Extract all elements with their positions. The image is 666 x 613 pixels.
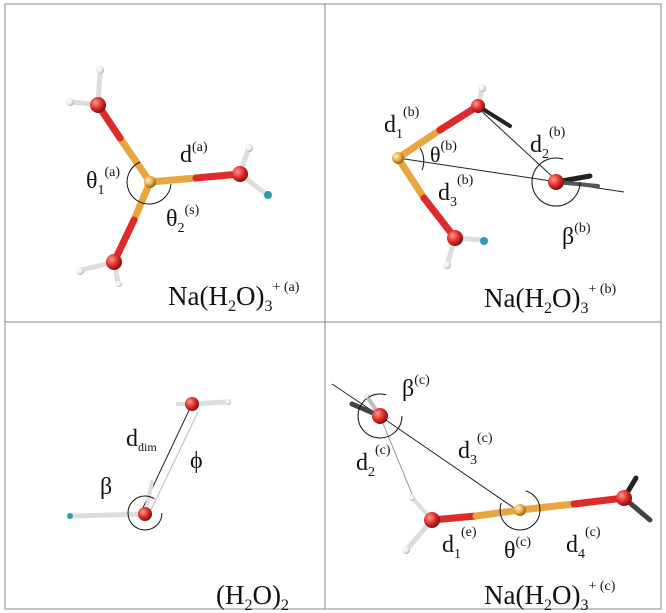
caption-panel-a: Na(H2O)3+ (a)	[168, 280, 300, 315]
panel-c: β(c) d3(c) d2(c) d1(e) θ(c) d4(c) Na(H2O…	[331, 373, 653, 613]
hydrogen-atom	[225, 399, 231, 405]
theta-c-arc	[499, 489, 541, 531]
panel-grid	[4, 3, 662, 610]
hydrogen-atom	[116, 281, 122, 287]
label-d2-b: d2(b)	[530, 125, 566, 162]
beta-c-arc	[357, 393, 403, 439]
panel-a: d(a) θ1(a) θ2(s) Na(H2O)3+ (a)	[66, 66, 300, 315]
theta-b-arc	[419, 147, 425, 171]
oxygen-atom	[90, 97, 106, 113]
oxygen-atom	[106, 254, 122, 270]
hydrogen-atom	[478, 84, 486, 92]
label-theta-b: θ(b)	[430, 139, 457, 167]
beta-dimer-arc	[127, 495, 163, 531]
hydrogen-atom	[245, 144, 253, 152]
sodium-atom	[144, 176, 156, 188]
label-d3-b: d3(b)	[438, 173, 474, 210]
label-d2-c: d2(c)	[356, 443, 391, 480]
label-d1-c: d1(e)	[442, 525, 477, 562]
oxygen-atom	[138, 507, 152, 521]
oxygen-atom	[372, 408, 388, 424]
sodium-atom	[514, 504, 526, 516]
oxygen-atom	[471, 99, 485, 113]
hydrogen-atom	[443, 261, 451, 269]
label-d-dim: ddim	[126, 426, 157, 454]
label-d3-c: d3(c)	[458, 431, 493, 468]
label-theta2-a: θ2(s)	[166, 203, 200, 236]
hydrogen-atom	[66, 98, 74, 106]
figure-border	[4, 3, 662, 610]
na-o-bond-top	[116, 134, 154, 186]
oxygen-atom	[548, 174, 564, 190]
hydrogen-atom	[76, 267, 84, 275]
oxygen-atom	[616, 490, 632, 506]
oxygen-atom	[424, 512, 440, 528]
theta1-arc	[126, 161, 172, 205]
hydrogen-atom	[363, 393, 369, 399]
caption-panel-dimer: (H2O)2	[216, 580, 289, 613]
panel-b: d1(b) θ(b) d2(b) d3(b) β(b) Na(H2O)3+ (b…	[384, 84, 625, 317]
sodium-atom	[392, 152, 404, 164]
label-beta-dimer: β	[100, 474, 112, 500]
label-d4-c: d4(c)	[566, 525, 601, 562]
hydrogen-atom	[402, 546, 410, 554]
beta-b-arc	[531, 157, 581, 207]
hydrogen-atom	[96, 66, 104, 74]
na-o-bond-bottom	[130, 178, 154, 224]
label-beta-b: β(b)	[562, 221, 591, 250]
oxygen-atom	[232, 166, 248, 182]
hydrogen-atom	[409, 495, 415, 501]
label-d1-b: d1(b)	[384, 105, 420, 142]
caption-panel-c: Na(H2O)3+ (c)	[484, 579, 616, 613]
oxygen-atom	[185, 397, 199, 411]
d2-c-line	[379, 415, 413, 495]
oxygen-atom	[447, 230, 463, 246]
d3-c-line	[379, 415, 521, 513]
label-d-a: d(a)	[180, 140, 208, 168]
na-o-bond-right	[146, 174, 200, 186]
hydrogen-atom	[480, 237, 488, 245]
label-theta1-a: θ1(a)	[86, 165, 120, 198]
label-phi-dimer: ϕ	[190, 448, 203, 474]
label-beta-c: β(c)	[402, 373, 430, 402]
hydrogen-atom	[67, 513, 73, 519]
d2-line	[477, 107, 557, 181]
label-theta-c: θ(c)	[504, 535, 531, 564]
caption-panel-b: Na(H2O)3+ (b)	[484, 282, 617, 317]
hydrogen-atom	[264, 191, 272, 199]
panel-dimer: ddim ϕ β (H2O)2	[67, 397, 289, 613]
